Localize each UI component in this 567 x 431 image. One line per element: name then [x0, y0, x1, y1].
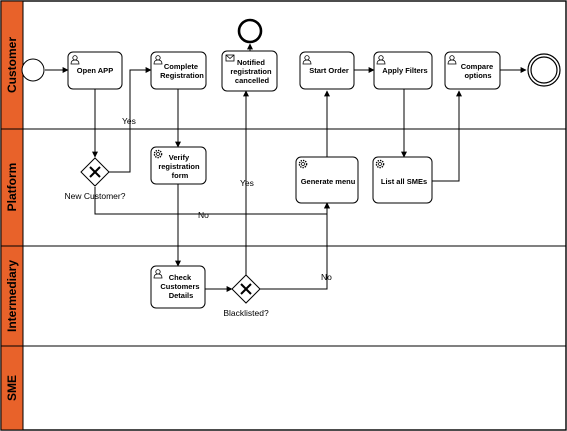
task-start-order: Start Order — [299, 51, 355, 90]
task-check-customers-details: Check Customers Details — [150, 265, 206, 309]
end-event-completed-inner — [530, 56, 558, 84]
svg-text:Start Order: Start Order — [309, 66, 349, 75]
task-open-app: Open APP — [67, 51, 123, 90]
lane-label-intermediary: Intermediary — [5, 260, 19, 332]
gateway-label-new-customer: New Customer? — [65, 191, 126, 201]
svg-text:Apply Filters: Apply Filters — [382, 66, 427, 75]
task-compare-options: Compare options — [444, 51, 501, 90]
gear-icon — [298, 159, 308, 169]
end-event-completed — [527, 53, 561, 87]
end-event-cancelled — [237, 18, 263, 44]
start-event — [21, 58, 45, 82]
gateway-x-icon — [240, 283, 252, 295]
svg-text:List all SMEs: List all SMEs — [381, 177, 427, 186]
flow-label-no-blacklisted: No — [321, 272, 332, 282]
task-list-all-smes: List all SMEs — [372, 156, 433, 204]
flow-label-no-new-customer: No — [198, 210, 209, 220]
flow-blacklist-no-to-generate-menu — [260, 202, 330, 290]
svg-text:Complete Registration: Complete Registration — [160, 62, 204, 80]
svg-text:Compare options: Compare options — [461, 62, 496, 80]
svg-text:Check Customers De: Check Customers Details — [160, 273, 201, 300]
lane-label-customer: Customer — [5, 37, 19, 93]
gear-icon — [153, 149, 163, 159]
task-apply-filters: Apply Filters — [373, 51, 433, 90]
lane-label-sme: SME — [5, 375, 19, 401]
flow-list-smes-to-compare — [432, 90, 462, 182]
envelope-icon — [225, 54, 235, 62]
task-notified-registration-cancelled: Notified registration cancelled — [221, 50, 278, 92]
svg-text:Notified registration: Notified registration cancelled — [230, 58, 273, 85]
task-generate-menu: Generate menu — [295, 156, 359, 204]
gateway-blacklisted — [231, 274, 261, 304]
svg-text:Open APP: Open APP — [77, 66, 113, 75]
gateway-x-icon — [89, 166, 101, 178]
gateway-new-customer — [80, 157, 110, 187]
gear-icon — [375, 159, 385, 169]
flow-label-yes-blacklisted: Yes — [240, 178, 254, 188]
flow-label-yes-new-customer: Yes — [122, 116, 136, 126]
flow-gateway-yes-to-registration — [107, 67, 152, 173]
lane-label-platform: Platform — [5, 163, 19, 212]
gateway-label-blacklisted: Blacklisted? — [223, 308, 269, 318]
svg-text:Generate menu: Generate menu — [301, 177, 356, 186]
svg-text:Verify registration: Verify registration form — [158, 153, 201, 180]
task-verify-registration-form: Verify registration form — [150, 146, 207, 185]
task-complete-registration: Complete Registration — [150, 51, 207, 90]
